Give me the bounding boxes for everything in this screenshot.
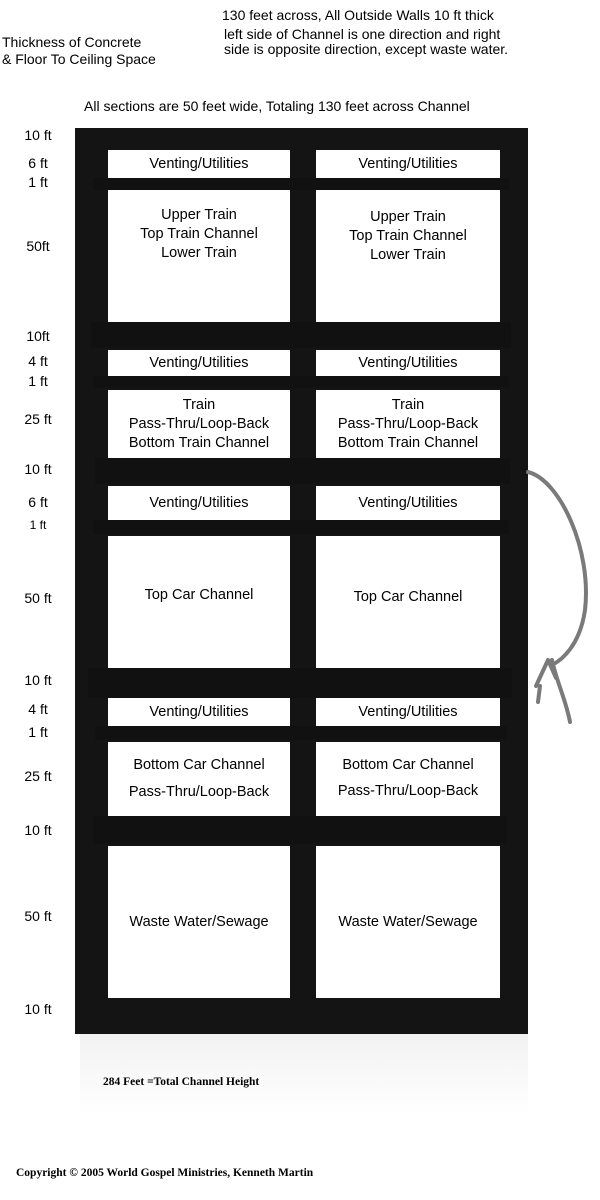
room-venting-4-right: Venting/Utilities (316, 698, 500, 726)
dim-label: 6 ft (28, 494, 48, 510)
slab-7 (95, 726, 507, 740)
room-venting-2-right: Venting/Utilities (316, 350, 500, 376)
slab-5 (93, 520, 509, 534)
room-bottom-car-right: Bottom Car Channel Pass-Thru/Loop-Back (316, 742, 500, 816)
copyright-text: Copyright © 2005 World Gospel Ministries… (16, 1167, 314, 1179)
structure-shadow (80, 1034, 528, 1114)
header-right-line3: side is opposite direction, except waste… (224, 41, 509, 57)
room-bottom-train-left: Train Pass-Thru/Loop-Back Bottom Train C… (108, 390, 290, 458)
header-right-line2: left side of Channel is one direction an… (224, 26, 501, 42)
dim-label: 10 ft (24, 461, 52, 477)
dim-label: 4 ft (28, 701, 48, 717)
dim-label: 10 ft (24, 822, 52, 838)
header-left: Thickness of Concrete & Floor To Ceiling… (2, 34, 156, 68)
dim-label: 1 ft (28, 724, 48, 740)
dim-label: 1 ft (29, 518, 47, 532)
slab-6 (88, 668, 512, 698)
header-right-line1: 130 feet across, All Outside Walls 10 ft… (222, 7, 494, 23)
room-venting-2-left: Venting/Utilities (108, 350, 290, 376)
room-venting-3-left: Venting/Utilities (108, 486, 290, 520)
slab-1 (93, 178, 509, 190)
room-top-car-right: Top Car Channel (316, 536, 500, 668)
dim-label: 1 ft (28, 373, 48, 389)
header-left-line2: & Floor To Ceiling Space (2, 51, 156, 67)
dim-label: 10 ft (24, 1001, 52, 1017)
slab-2 (91, 322, 511, 348)
header-right: 130 feet across, All Outside Walls 10 ft… (222, 7, 509, 57)
dim-label: 50ft (26, 238, 50, 254)
sections-note: All sections are 50 feet wide, Totaling … (84, 98, 470, 114)
room-venting-4-left: Venting/Utilities (108, 698, 290, 726)
dim-label: 10 ft (24, 127, 52, 143)
dim-label: 25 ft (24, 768, 52, 784)
room-venting-1-left: Venting/Utilities (108, 150, 290, 178)
dim-label: 10 ft (24, 672, 52, 688)
dim-label: 50 ft (24, 908, 52, 924)
room-top-train-left: Upper Train Top Train Channel Lower Trai… (108, 190, 290, 322)
dim-label: 6 ft (28, 155, 48, 171)
loop-arrow-icon (526, 470, 588, 724)
dim-label: 10ft (26, 328, 50, 344)
room-waste-left: Waste Water/Sewage (108, 846, 290, 998)
dim-label: 4 ft (28, 353, 48, 369)
room-venting-1-right: Venting/Utilities (316, 150, 500, 178)
dim-label: 25 ft (24, 411, 52, 427)
dim-label: 1 ft (28, 174, 48, 190)
room-waste-right: Waste Water/Sewage (316, 846, 500, 998)
room-bottom-car-left: Bottom Car Channel Pass-Thru/Loop-Back (108, 742, 290, 816)
total-height-note: 284 Feet =Total Channel Height (103, 1076, 260, 1088)
room-top-train-right: Upper Train Top Train Channel Lower Trai… (316, 190, 500, 322)
room-venting-3-right: Venting/Utilities (316, 486, 500, 520)
slab-3 (93, 376, 509, 388)
header-left-line1: Thickness of Concrete (2, 34, 142, 50)
slab-4 (95, 458, 510, 484)
dim-label: 50 ft (24, 590, 52, 606)
room-top-car-left: Top Car Channel (108, 536, 290, 668)
room-bottom-train-right: Train Pass-Thru/Loop-Back Bottom Train C… (316, 390, 500, 458)
slab-8 (93, 816, 507, 844)
